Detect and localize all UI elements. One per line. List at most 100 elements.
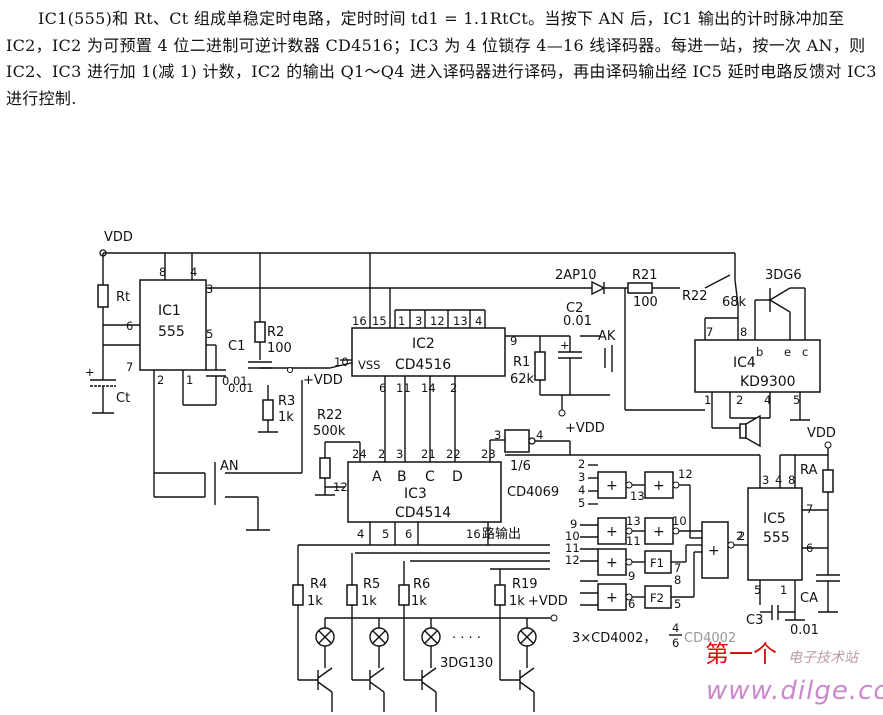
- svg-text:CD4514: CD4514: [395, 505, 451, 521]
- svg-text:2: 2: [450, 381, 457, 395]
- svg-text:c: c: [802, 345, 808, 359]
- svg-text:10: 10: [565, 529, 580, 543]
- svg-text:1k: 1k: [509, 594, 525, 609]
- ic5-555: IC5 555 3 4 8 7 2 6 5 1 VDD RA CA C3 0.: [738, 426, 840, 638]
- svg-text:9: 9: [570, 517, 577, 531]
- svg-text:R5: R5: [363, 577, 380, 592]
- r1-c2-reset: R1 62k + 0.01 C2 AK +VDD: [510, 301, 616, 436]
- svg-text:R1: R1: [513, 355, 530, 370]
- svg-text:IC3: IC3: [404, 486, 427, 502]
- vdd-rail: VDD: [99, 230, 735, 285]
- ct-label: Ct: [116, 391, 130, 406]
- svg-text:3: 3: [578, 470, 585, 484]
- svg-text:6: 6: [628, 597, 635, 611]
- svg-text:IC1: IC1: [158, 303, 181, 319]
- rt-label: Rt: [116, 290, 130, 305]
- svg-text:3DG6: 3DG6: [765, 268, 802, 283]
- speaker-icon: [745, 414, 761, 448]
- ic3-cd4514: A B C D IC3 CD4514 2 3 21 22 24 12 23 4 …: [298, 439, 550, 570]
- timing-network: Rt + Ct: [85, 284, 140, 414]
- svg-text:0.01: 0.01: [563, 314, 592, 329]
- svg-text:R6: R6: [413, 577, 430, 592]
- svg-text:7: 7: [806, 502, 813, 516]
- svg-text:R4: R4: [310, 577, 327, 592]
- svg-text:2: 2: [157, 373, 164, 387]
- ic2-cd4516: IC2 CD4516 VSS 16 15 1 3 12 13 4 9 10 6 …: [334, 253, 570, 455]
- svg-text:11: 11: [626, 534, 641, 548]
- svg-text:15: 15: [372, 314, 387, 328]
- svg-text:e: e: [784, 345, 791, 359]
- svg-text:12: 12: [430, 314, 445, 328]
- svg-text:3: 3: [396, 447, 403, 461]
- svg-text:2AP10: 2AP10: [555, 268, 597, 283]
- svg-text:+: +: [708, 543, 720, 559]
- svg-text:IC5: IC5: [763, 511, 786, 527]
- svg-text:R22: R22: [682, 289, 708, 304]
- svg-text:+: +: [606, 590, 618, 606]
- svg-text:+: +: [606, 555, 618, 571]
- svg-text:b: b: [756, 345, 763, 359]
- svg-text:3DG130: 3DG130: [440, 656, 493, 671]
- svg-text:14: 14: [421, 381, 436, 395]
- svg-text:1k: 1k: [278, 410, 294, 425]
- svg-text:2: 2: [736, 529, 743, 543]
- svg-text:8: 8: [740, 325, 747, 339]
- svg-text:+: +: [653, 478, 665, 494]
- svg-text:4: 4: [357, 527, 364, 541]
- svg-text:4: 4: [672, 621, 679, 635]
- svg-text:4: 4: [764, 393, 771, 407]
- svg-text:555: 555: [763, 530, 790, 546]
- svg-text:0.01: 0.01: [222, 374, 248, 388]
- an-label: AN: [220, 459, 239, 474]
- svg-text:12: 12: [678, 467, 693, 481]
- svg-text:11: 11: [565, 541, 580, 555]
- inverter-cd4069: 3 4 1/6 CD4069: [494, 428, 760, 500]
- svg-text:1k: 1k: [361, 594, 377, 609]
- svg-text:B: B: [397, 469, 407, 485]
- svg-text:23: 23: [481, 447, 496, 461]
- svg-text:R22: R22: [317, 408, 343, 423]
- svg-text:3×CD4002，: 3×CD4002，: [572, 631, 656, 646]
- svg-text:CD4002: CD4002: [684, 631, 736, 646]
- svg-text:100: 100: [267, 341, 292, 356]
- svg-text:R3: R3: [278, 394, 295, 409]
- svg-text:D: D: [452, 469, 463, 485]
- description-paragraph: IC1(555)和 Rt、Ct 组成单稳定时电路，定时时间 td1 = 1.1R…: [6, 9, 877, 108]
- svg-text:11: 11: [396, 381, 411, 395]
- svg-text:7: 7: [706, 325, 713, 339]
- svg-text:C1: C1: [228, 339, 245, 354]
- svg-text:1k: 1k: [307, 594, 323, 609]
- svg-text:4: 4: [475, 314, 482, 328]
- ic1-555: IC1 555 8 4 3 6 7 2 1 5 0.01: [126, 253, 390, 485]
- svg-text:5: 5: [754, 583, 761, 597]
- svg-text:VSS: VSS: [358, 358, 380, 372]
- svg-text:R21: R21: [632, 268, 658, 283]
- svg-text:IC2: IC2: [412, 336, 435, 352]
- transistor-3dg6: 3DG6: [754, 268, 806, 340]
- svg-text:62k: 62k: [510, 372, 535, 387]
- svg-text:VDD: VDD: [807, 426, 836, 441]
- svg-text:F2: F2: [650, 591, 664, 605]
- description-text: IC1(555)和 Rt、Ct 组成单稳定时电路，定时时间 td1 = 1.1R…: [6, 6, 878, 112]
- watermark: 第一个 电子技术站 www.dilge.com: [705, 640, 883, 706]
- svg-text:1: 1: [780, 583, 787, 597]
- rt-resistor: [97, 284, 109, 308]
- svg-text:8: 8: [159, 265, 166, 279]
- svg-text:4: 4: [190, 265, 197, 279]
- svg-text:10: 10: [672, 514, 687, 528]
- svg-text:R19: R19: [512, 577, 538, 592]
- svg-text:9: 9: [510, 334, 517, 348]
- svg-text:7: 7: [126, 360, 133, 374]
- svg-text:3: 3: [762, 473, 769, 487]
- svg-text:5: 5: [578, 496, 585, 510]
- svg-text:2: 2: [736, 393, 743, 407]
- svg-text:2: 2: [378, 447, 385, 461]
- lamp-drivers: R4 1k R5 1k R6 1k R19 1k +VDD · · · ·: [292, 545, 568, 712]
- svg-text:5: 5: [382, 527, 389, 541]
- svg-text:8: 8: [788, 473, 795, 487]
- svg-text:+VDD: +VDD: [528, 594, 568, 609]
- svg-text:3: 3: [494, 428, 501, 442]
- svg-text:555: 555: [158, 324, 185, 340]
- svg-text:+: +: [606, 524, 618, 540]
